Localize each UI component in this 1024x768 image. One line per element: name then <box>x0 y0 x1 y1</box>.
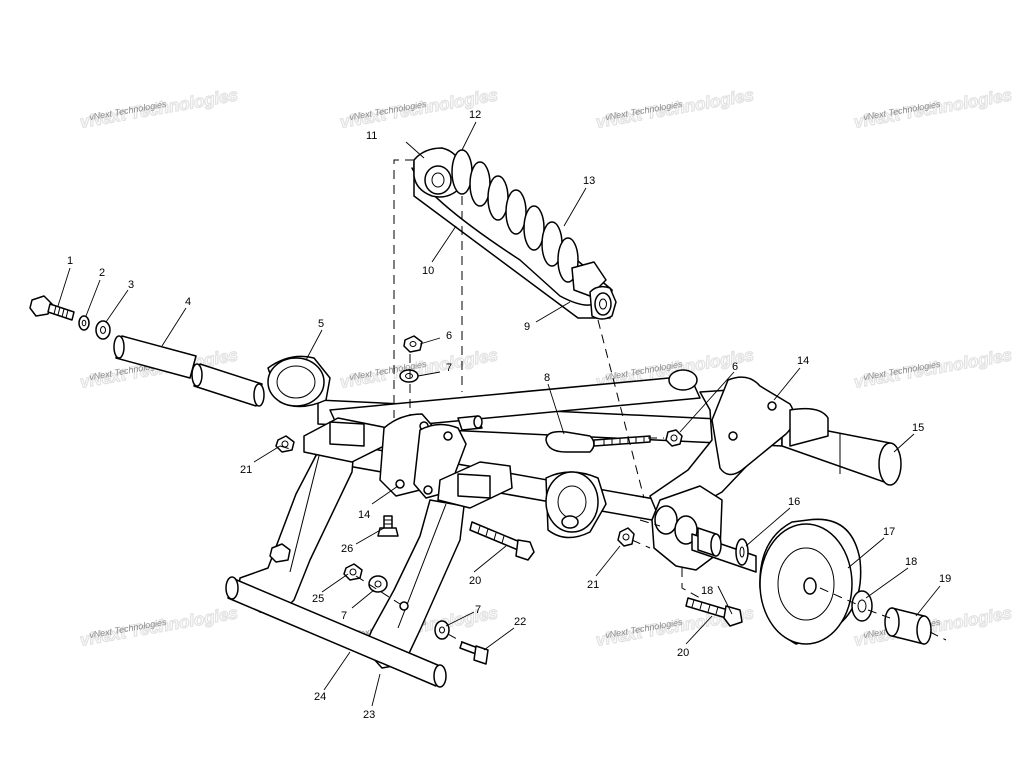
bolt-22 <box>459 641 489 665</box>
callout-26: 26 <box>341 543 353 555</box>
callout-19: 19 <box>939 573 951 585</box>
nut-left-21 <box>275 435 295 453</box>
callout-5: 5 <box>318 318 324 330</box>
washer-7-lower-left <box>368 575 388 593</box>
wheel-washer <box>851 590 873 622</box>
wheel-bushing <box>884 607 932 645</box>
callout-25: 25 <box>312 593 324 605</box>
watermark: vNext Technologies vNext Technologies <box>852 85 1014 133</box>
callout-1: 1 <box>67 255 73 267</box>
pivot-tube-left <box>267 355 331 408</box>
callout-7-lower-right: 7 <box>475 604 481 616</box>
callout-6-right: 6 <box>732 361 738 373</box>
nut-upper-6 <box>403 335 423 353</box>
limiter-eyebolt <box>545 430 651 453</box>
washer-large <box>95 320 111 340</box>
callout-18-left: 18 <box>701 585 713 597</box>
bolt-20-right <box>685 597 743 627</box>
pivot-bolt <box>29 295 75 321</box>
drawing: 1 2 3 4 5 6 6 7 7 7 8 9 10 11 12 13 14 1… <box>29 109 951 721</box>
callout-16: 16 <box>788 496 800 508</box>
watermark: vNext Technologies vNext Technologies <box>78 603 240 651</box>
callout-20-right: 20 <box>677 647 689 659</box>
washer-small <box>78 315 90 331</box>
bolt-20-center <box>469 521 535 561</box>
watermark: vNext Technologies vNext Technologies <box>338 345 500 393</box>
callout-20-center: 20 <box>469 575 481 587</box>
callout-13: 13 <box>583 175 595 187</box>
idler-wheel <box>759 518 862 645</box>
axle-spacer <box>697 527 749 566</box>
callout-21-right: 21 <box>587 579 599 591</box>
callout-7-lower-left: 7 <box>341 610 347 622</box>
pivot-tube-right <box>545 471 607 539</box>
nut-right-6 <box>665 429 683 447</box>
callout-7-upper: 7 <box>446 362 452 374</box>
nut-right-21 <box>617 527 635 547</box>
leader-lines <box>57 121 941 707</box>
callout-23: 23 <box>363 709 375 721</box>
callout-10: 10 <box>422 265 434 277</box>
watermark: vNext Technologies vNext Technologies <box>78 85 240 133</box>
callout-6-upper: 6 <box>446 330 452 342</box>
nut-25 <box>343 563 363 581</box>
callout-17: 17 <box>883 526 895 538</box>
callout-4: 4 <box>185 296 191 308</box>
spacer-tubes <box>113 335 265 407</box>
nut-upper-left-rail <box>269 543 291 563</box>
lower-axle-rod <box>225 576 447 688</box>
callout-15: 15 <box>912 422 924 434</box>
left-rail-23 <box>363 499 465 669</box>
callout-14-left: 14 <box>358 509 370 521</box>
watermark: vNext Technologies vNext Technologies <box>594 85 756 133</box>
washer-7-lower-right <box>434 620 450 640</box>
center-clevis-brackets <box>303 413 513 509</box>
callout-14-right: 14 <box>797 355 809 367</box>
shock-absorber <box>411 147 617 320</box>
watermark: vNext Technologies vNext Technologies <box>852 345 1014 393</box>
callout-21-left: 21 <box>240 464 252 476</box>
watermark-layer: vNext Technologies vNext Technologies vN… <box>78 85 1014 651</box>
callout-2: 2 <box>99 267 105 279</box>
left-rail-24 <box>237 443 355 613</box>
callout-labels: 1 2 3 4 5 6 6 7 7 7 8 9 10 11 12 13 14 1… <box>67 109 951 721</box>
callout-18-right: 18 <box>905 556 917 568</box>
bolt-26 <box>377 515 399 537</box>
assembly-dashed-lines <box>279 159 947 643</box>
watermark: vNext Technologies vNext Technologies <box>852 603 1014 651</box>
callout-12: 12 <box>469 109 481 121</box>
callout-3: 3 <box>128 279 134 291</box>
washer-upper-7 <box>399 369 419 383</box>
callout-9: 9 <box>524 321 530 333</box>
callout-22: 22 <box>514 616 526 628</box>
clevis-pin <box>457 415 483 431</box>
callout-8: 8 <box>544 372 550 384</box>
callout-24: 24 <box>314 691 326 703</box>
callout-11: 11 <box>366 130 377 142</box>
